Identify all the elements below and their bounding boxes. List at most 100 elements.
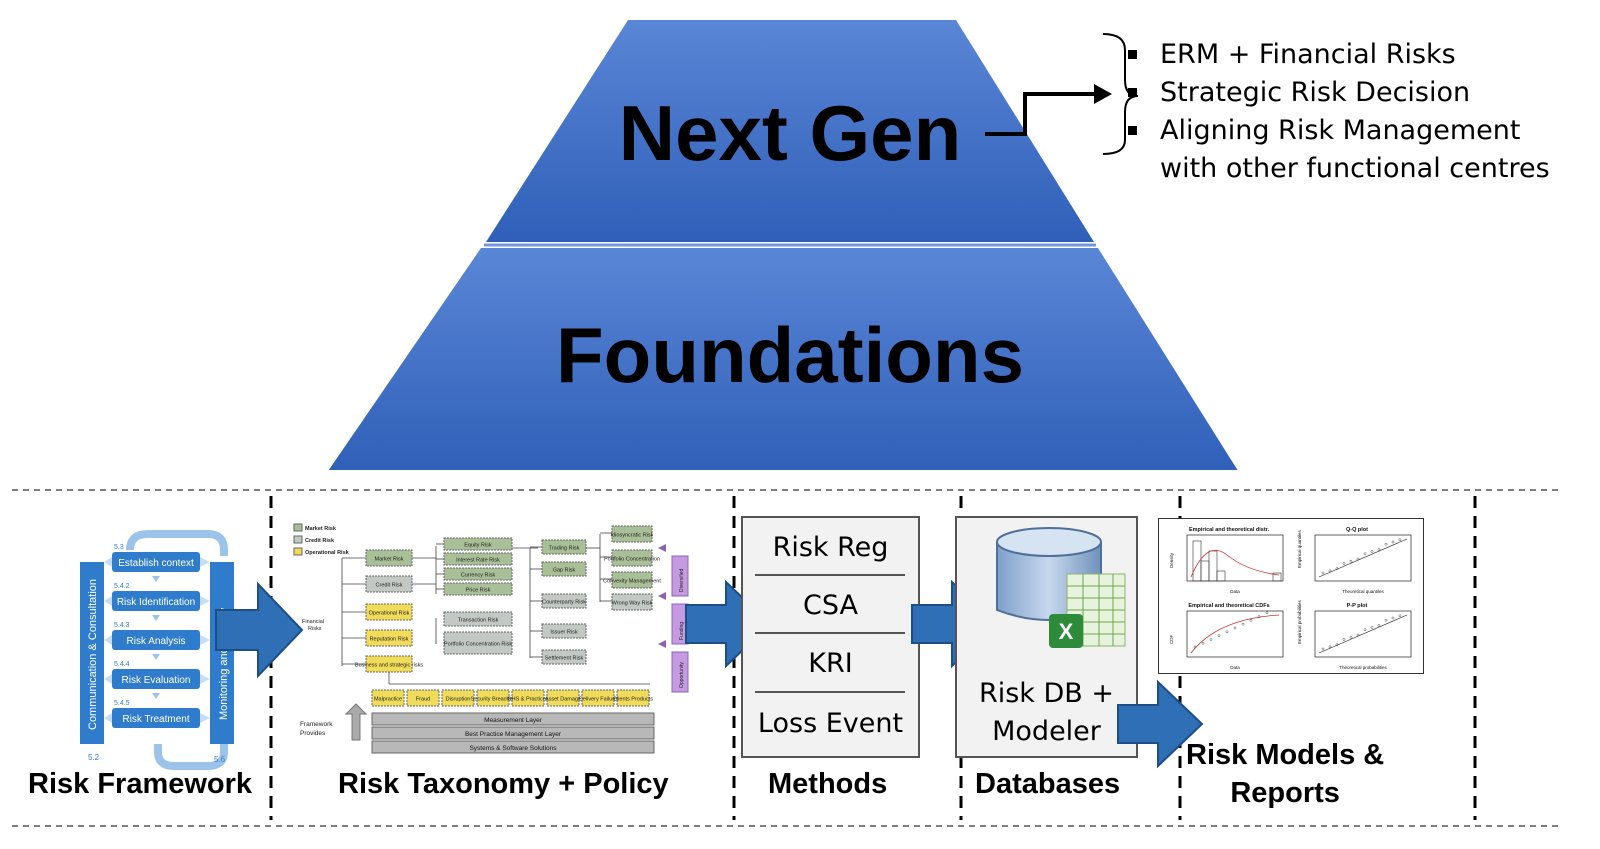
taxonomy-l1-box-label: Business and strategic risks — [355, 663, 423, 669]
model-plot-ylabel: Empirical quantiles — [1297, 529, 1302, 568]
risk-models-caption: Risk Models & Reports — [1186, 736, 1384, 812]
taxonomy-market-sub-label: Interest Rate Risk — [456, 558, 500, 564]
taxonomy-trading-box — [541, 561, 587, 577]
framework-left-label: Communication & Consultation — [87, 579, 99, 730]
taxonomy-op-sub — [546, 689, 580, 707]
framework-step-box — [112, 552, 200, 572]
methods-box: Risk Reg CSA KRI Loss Event — [741, 516, 920, 758]
framework-num-left: 5.2 — [88, 753, 100, 762]
framework-step-label: Establish context — [118, 558, 194, 569]
svg-text:X: X — [1059, 619, 1074, 644]
bullet-text: with other functional centres — [1160, 153, 1550, 184]
taxonomy-trading-box-label: Gap Risk — [553, 568, 576, 574]
framework-step-number: 5.4.3 — [114, 622, 130, 629]
framework-step-number: 5.4.5 — [114, 700, 130, 707]
taxonomy-trading-box-label: Issuer Risk — [550, 630, 577, 636]
spreadsheet-icon: X — [1049, 573, 1126, 648]
model-plot-frame — [1314, 610, 1412, 658]
taxonomy-credit-sub — [443, 631, 513, 655]
risk-models-caption-line-2: Reports — [1230, 777, 1340, 809]
framework-step-number: 5.4.2 — [114, 583, 130, 590]
taxonomy-trading-box — [541, 593, 587, 609]
model-plot-title: Q-Q plot — [1346, 527, 1368, 533]
bullet-brace — [1102, 33, 1139, 155]
svg-text:Provides: Provides — [300, 730, 326, 737]
foundations-label: Foundations — [556, 311, 1024, 399]
taxonomy-l1-box-label: Market Risk — [374, 557, 403, 563]
taxonomy-market-sub-label: Equity Risk — [464, 543, 492, 549]
framework-step-number: 5.3 — [114, 544, 124, 551]
next-gen-bullet-list: ERM + Financial Risks Strategic Risk Dec… — [1128, 36, 1550, 188]
bullet-item: with other functional centres — [1160, 150, 1550, 188]
bullet-text: ERM + Financial Risks — [1160, 39, 1456, 70]
databases-line-1: Risk DB + — [978, 678, 1115, 709]
model-plot-xlabel: Theoretical quantiles — [1342, 589, 1384, 594]
taxonomy-op-sub — [476, 689, 510, 707]
framework-step-label: Risk Evaluation — [122, 675, 191, 686]
next-gen-connector-arrow — [985, 92, 1100, 136]
databases-box: X Risk DB + Modeler — [955, 516, 1138, 758]
taxonomy-layer — [371, 726, 655, 740]
taxonomy-l1-box — [365, 603, 413, 621]
taxonomy-trading-box-label: Settlement Risk — [545, 656, 584, 662]
taxonomy-side-tab-label: Diversified — [679, 568, 685, 592]
taxonomy-market-sub-label: Price Risk — [466, 588, 491, 594]
framework-step-box — [112, 708, 200, 728]
taxonomy-side-tab-label: Funding — [679, 622, 685, 640]
taxonomy-trading-box — [541, 539, 587, 555]
framework-step-box — [112, 591, 200, 611]
taxonomy-side-tab-label: Opportunity — [679, 662, 685, 688]
taxonomy-market-sub — [443, 567, 513, 581]
framework-step-box — [112, 669, 200, 689]
taxonomy-op-sub-label: Clients Products — [613, 697, 653, 703]
taxonomy-side-tab — [671, 555, 689, 597]
taxonomy-market-sub — [443, 552, 513, 566]
framework-step-box — [112, 630, 200, 650]
taxonomy-op-sub-label: OHS & Practices — [507, 697, 549, 703]
taxonomy-market-sub — [443, 537, 513, 551]
bullet-item: ERM + Financial Risks — [1128, 36, 1550, 74]
taxonomy-layer — [371, 740, 655, 754]
risk-models-caption-line-1: Risk Models & — [1186, 739, 1385, 771]
bullet-text: Aligning Risk Management — [1160, 115, 1521, 146]
framework-num-right: 5.6 — [214, 755, 226, 764]
taxonomy-credit-sub-label: Portfolio Concentration Risk — [444, 642, 512, 648]
model-plot-xlabel: Data — [1230, 589, 1240, 594]
methods-caption: Methods — [768, 768, 888, 800]
taxonomy-trading-box — [541, 623, 587, 639]
taxonomy-legend-label: Credit Risk — [305, 538, 335, 544]
taxonomy-right-box — [611, 593, 653, 611]
taxonomy-right-box-label: Convexity Management — [603, 579, 661, 585]
risk-framework-caption: Risk Framework — [28, 768, 253, 800]
taxonomy-l1-box-label: Credit Risk — [376, 583, 403, 589]
taxonomy-right-box-label: Idiosyncratic Risk — [611, 533, 654, 539]
model-plot-frame — [1314, 534, 1412, 582]
taxonomy-legend-label: Market Risk — [305, 526, 337, 532]
taxonomy-trading-box-label: Counterparty Risk — [542, 600, 586, 606]
taxonomy-op-sub — [581, 689, 615, 707]
pyramid: Next Gen Foundations — [328, 20, 1238, 470]
framework-step-label: Risk Identification — [117, 597, 195, 608]
pyramid-top-tier — [486, 20, 1094, 242]
bullet-item: Aligning Risk Management — [1128, 112, 1550, 150]
svg-text:Risks: Risks — [308, 626, 322, 632]
risk-taxonomy-caption: Risk Taxonomy + Policy — [338, 768, 669, 800]
model-plot-ylabel: CDF — [1169, 635, 1174, 644]
taxonomy-op-sub — [406, 689, 440, 707]
taxonomy-op-sub-label: Asset Damage — [545, 697, 581, 703]
bullet-item: Strategic Risk Decision — [1128, 74, 1550, 112]
taxonomy-credit-sub-label: Transaction Risk — [458, 618, 499, 624]
taxonomy-trading-box — [541, 649, 587, 665]
taxonomy-op-sub-label: Delivery Failure — [579, 697, 617, 703]
taxonomy-op-sub-label: Malpractice — [374, 697, 402, 703]
model-plot-ylabel: Density — [1169, 552, 1174, 568]
next-gen-label: Next Gen — [619, 89, 961, 177]
taxonomy-right-box-label: Wrong Way Risk — [612, 601, 653, 607]
taxonomy-right-box — [611, 549, 653, 567]
taxonomy-layer-label: Systems & Software Solutions — [469, 745, 557, 752]
databases-caption: Databases — [975, 768, 1121, 800]
taxonomy-legend-label: Operational Risk — [305, 550, 350, 556]
